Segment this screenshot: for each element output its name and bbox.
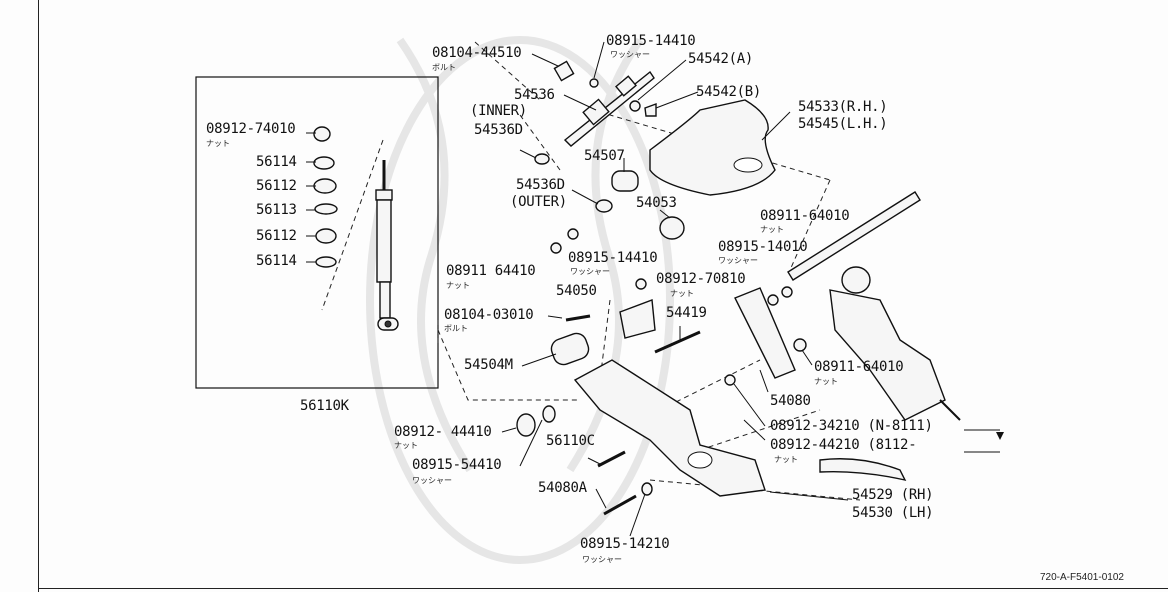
part-label-54504m: 54504M <box>464 357 513 373</box>
part-label-54080: 54080 <box>770 393 811 409</box>
part-label-54529: 54529 (RH) <box>852 487 934 503</box>
part-label-54542a: 54542(A) <box>688 51 754 67</box>
part-note-nut-f: ナット <box>394 441 418 450</box>
part-label-inner: (INNER) <box>470 103 527 119</box>
catalog-code: 720-A-F5401-0102 <box>1040 572 1124 583</box>
leader-lines <box>306 41 1004 537</box>
strut-bar <box>734 191 921 379</box>
bushing-stack <box>313 126 338 268</box>
part-note-nut-e: ナット <box>774 455 798 464</box>
part-note-nut-c: ナット <box>670 289 694 298</box>
part-label-54542b: 54542(B) <box>696 84 762 100</box>
part-label-08104-44510: 08104-44510 <box>432 45 522 61</box>
part-note-washer-b: ワッシャー <box>718 256 758 265</box>
part-note-washer-d: ワッシャー <box>412 476 452 485</box>
steering-knuckle <box>819 266 961 482</box>
part-label-56112-a: 56112 <box>256 178 297 194</box>
part-note-washer-e: ワッシャー <box>582 555 622 564</box>
frame-bottom-border <box>38 588 1168 589</box>
part-note-nut-b: ナット <box>446 281 470 290</box>
upper-arm-hole <box>733 157 763 173</box>
part-label-56113: 56113 <box>256 202 297 218</box>
part-label-08912-44210: 08912-44210 (8112- <box>770 437 917 453</box>
kit-box-label: 56110K <box>300 398 349 414</box>
shock-kit-box <box>195 76 439 389</box>
shock-absorber <box>375 160 399 331</box>
part-label-54536d-inner: 54536D <box>474 122 523 138</box>
part-label-08915-14410-b: 08915-14410 <box>568 250 658 266</box>
part-note-bolt-b: ボルト <box>444 324 468 333</box>
part-note-nut-g: ナット <box>206 139 230 148</box>
part-label-54053: 54053 <box>636 195 677 211</box>
part-note-washer-a: ワッシャー <box>610 50 650 59</box>
frame-left-border <box>38 0 39 592</box>
bump-stop <box>619 299 656 339</box>
part-note-nut-d: ナット <box>814 377 838 386</box>
part-label-08915-54410: 08915-54410 <box>412 457 502 473</box>
part-label-08104-03010: 08104-03010 <box>444 307 534 323</box>
part-label-54545: 54545(L.H.) <box>798 116 888 132</box>
part-label-54507: 54507 <box>584 148 625 164</box>
lower-arm-bushing <box>550 332 590 366</box>
part-label-56112-b: 56112 <box>256 228 297 244</box>
part-label-54080a: 54080A <box>538 480 587 496</box>
part-label-08912-44410: 08912- 44410 <box>394 424 492 440</box>
part-label-08911-64410: 08911 64410 <box>446 263 536 279</box>
part-label-08915-14210: 08915-14210 <box>580 536 670 552</box>
upper-arm-shaft <box>553 60 655 147</box>
part-label-56114-b: 56114 <box>256 253 297 269</box>
part-label-56114-a: 56114 <box>256 154 297 170</box>
part-label-08911-64010-b: 08911-64010 <box>814 359 904 375</box>
part-label-08911-64010-a: 08911-64010 <box>760 208 850 224</box>
part-label-08912-34210: 08912-34210 (N-8111) <box>770 418 933 434</box>
part-label-08915-14410-a: 08915-14410 <box>606 33 696 49</box>
part-label-54536: 54536 <box>514 87 555 103</box>
bolts <box>565 314 701 516</box>
part-note-washer-c: ワッシャー <box>570 267 610 276</box>
part-label-54536d-outer: 54536D <box>516 177 565 193</box>
part-label-outer: (OUTER) <box>510 194 567 210</box>
part-note-nut-a: ナット <box>760 225 784 234</box>
part-label-54533: 54533(R.H.) <box>798 99 888 115</box>
small-hardware <box>516 78 807 496</box>
upper-arm <box>649 99 776 196</box>
part-label-54050: 54050 <box>556 283 597 299</box>
lower-arm <box>573 359 766 497</box>
part-note-bolt: ボルト <box>432 63 456 72</box>
part-label-54530: 54530 (LH) <box>852 505 934 521</box>
part-label-08915-14010: 08915-14010 <box>718 239 808 255</box>
part-label-08912-70810: 08912-70810 <box>656 271 746 287</box>
part-label-56110c: 56110C <box>546 433 595 449</box>
part-label-08912-74010: 08912-74010 <box>206 121 296 137</box>
part-label-54419: 54419 <box>666 305 707 321</box>
lower-arm-hole <box>687 451 713 469</box>
